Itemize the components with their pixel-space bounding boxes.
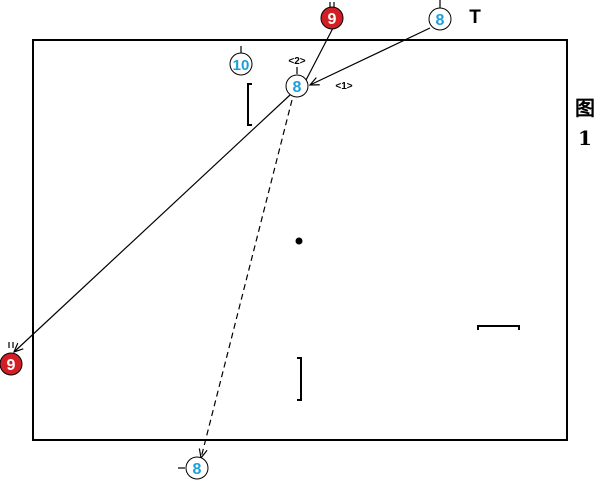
player-number: 8	[193, 461, 202, 478]
player-red-9-left: 9	[0, 342, 23, 376]
player-blue-8-center: 8	[285, 74, 309, 98]
cone-marker-top-left	[247, 83, 252, 126]
pass-line-9-to-8	[304, 27, 334, 83]
cone-marker-bottom	[297, 357, 302, 401]
player-number: 8	[436, 12, 445, 29]
ball-icon	[295, 237, 303, 245]
phase-label-1: <1>	[335, 81, 352, 92]
cone-marker-right	[477, 325, 520, 330]
court-border	[32, 39, 568, 441]
player-blue-10: 10	[229, 46, 253, 76]
player-blue-8-top: 8	[428, 0, 452, 31]
player-number: 8	[293, 79, 302, 96]
pass-line-top8-to-center8	[310, 27, 431, 85]
player-blue-8-bottom: 8	[178, 456, 209, 480]
player-number: 9	[7, 357, 16, 374]
player-red-9-top: 9	[320, 2, 344, 30]
phase-label-2: <2>	[288, 56, 305, 67]
player-number: 9	[328, 11, 337, 28]
t-marker: T	[469, 7, 481, 28]
pass-line-center8-to-left9	[14, 94, 291, 352]
run-line-center8-to-bottom8	[201, 99, 293, 458]
figure-caption-char: 图	[575, 96, 595, 120]
figure-caption-number: 1	[578, 126, 592, 150]
player-number: 10	[233, 57, 250, 74]
